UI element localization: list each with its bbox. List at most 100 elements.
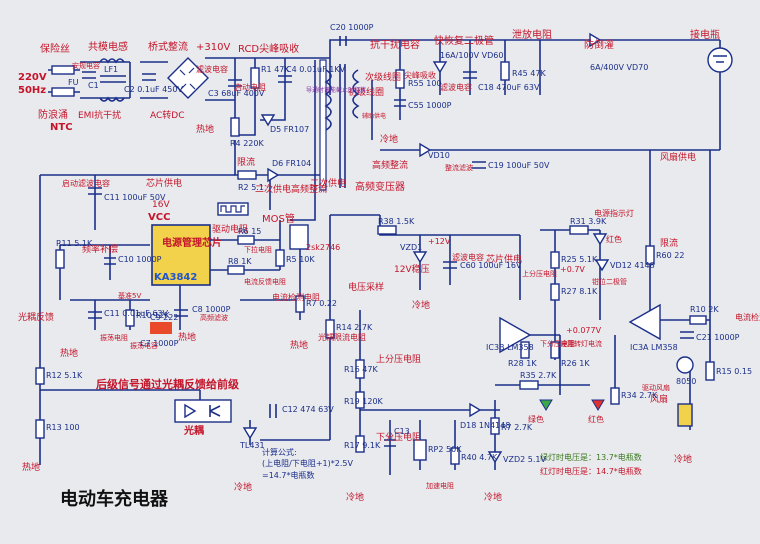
- page-title: 电动车充电器: [60, 488, 169, 510]
- power-led-symbol: [592, 233, 608, 246]
- inrush-label: 防浪涌: [38, 108, 68, 121]
- r12-symbol: [35, 367, 45, 385]
- r35-symbol: [519, 380, 539, 390]
- opto-label: 光耦: [183, 424, 204, 437]
- primary-winding: [324, 69, 332, 131]
- r6-symbol: [237, 235, 255, 245]
- hf-transformer-label: 高频变压器: [355, 180, 405, 193]
- d6-label: D6 FR104: [272, 159, 311, 168]
- r60-label: R60 22: [656, 251, 684, 260]
- clamp-label: 钳位二极管: [592, 277, 627, 286]
- rp2-symbol: [413, 439, 427, 461]
- r1-symbol: [250, 67, 260, 89]
- cm-inductor-label: 共模电感: [88, 40, 128, 53]
- c11-symbol: [88, 187, 102, 195]
- r14-label: R14 2.7K: [336, 323, 373, 332]
- r40-symbol: [450, 447, 460, 465]
- r10-symbol: [125, 309, 135, 327]
- formula-title: 计算公式:: [262, 447, 297, 457]
- start-filter-label: 启动滤波电容: [62, 178, 110, 188]
- chip-part-label: KA3842: [154, 272, 197, 283]
- r40-label: R40 4.7K: [461, 453, 498, 462]
- c12-label: C12 474 63V: [282, 405, 334, 414]
- tl431-symbol: [242, 427, 258, 440]
- tl431-label: TL431: [239, 441, 265, 450]
- r28-symbol: [520, 341, 530, 359]
- lower-div2-label: 下分压电阻: [540, 339, 575, 348]
- r31-label: R31 3.9K: [570, 217, 607, 226]
- hot-ground-label-5: 热地: [22, 461, 40, 473]
- vd70-label: 6A/400V VD70: [590, 63, 648, 72]
- red-led-symbol: [591, 399, 605, 411]
- c3-label: C3 68uF 400V: [208, 89, 265, 98]
- cold-ground-label-4: 冷地: [346, 491, 364, 503]
- r11-label: R11 5.1K: [56, 239, 93, 248]
- r10b-symbol: [689, 315, 707, 325]
- conduction-note: 导通时蓄能截止时释放: [306, 86, 366, 94]
- choke-symbol: [99, 58, 125, 102]
- d18-label: D18 1N4148: [460, 421, 510, 430]
- r15-symbol: [705, 361, 715, 381]
- secondary-coil-label: 次级线圈: [365, 71, 401, 83]
- fan-supply-label: 风扇供电: [660, 151, 696, 163]
- r26-label: R26 1K: [561, 359, 590, 368]
- n8050-label: 8050: [676, 377, 696, 386]
- chip-label: 电源管理芯片: [162, 236, 222, 249]
- cold-ground-label-5: 冷地: [484, 491, 502, 503]
- c2-symbol: [142, 73, 156, 81]
- r2-symbol: [237, 170, 257, 180]
- cur-detect-label: 电流检测电阻: [735, 312, 760, 322]
- bridge-rectifier-symbol: [167, 57, 209, 99]
- vd60-symbol: [432, 61, 448, 74]
- r15-label: R15 0.15: [716, 367, 752, 376]
- vd10-symbol: [419, 142, 432, 158]
- r13-label: R13 100: [46, 423, 80, 432]
- current-sense-label: 电流检测电阻: [272, 292, 320, 302]
- fan-label: 风扇: [650, 393, 668, 405]
- r5-label: R5 10K: [286, 255, 315, 264]
- hot-ground-label-2: 热地: [290, 339, 308, 351]
- r25-label: R25 5.1K: [561, 255, 598, 264]
- emi-label: EMI抗干扰: [78, 109, 121, 121]
- voltage-sample-label: 电压采样: [348, 281, 384, 293]
- chip-supply-label: 芯片供电: [146, 177, 182, 189]
- mos-part-label: 2sk2746: [306, 243, 340, 252]
- r19-symbol: [355, 391, 365, 409]
- c19-label: C19 100uF 50V: [488, 161, 550, 170]
- r26-symbol: [550, 341, 560, 359]
- secondary-hf-label: 二次供电高频整流: [255, 183, 327, 195]
- v07-label: +0.7V: [560, 265, 585, 274]
- vd12-symbol: [594, 259, 610, 272]
- c7-label: C7 1000P: [140, 339, 179, 348]
- labels: 220V 50Hz 保险丝 共模电感 桥式整流 +310V RCD尖峰吸收 抗干…: [18, 23, 760, 510]
- c10-label: C10 1000P: [118, 255, 162, 264]
- c2-label: C2 0.1uF 450V: [124, 85, 183, 94]
- c18-label: C18 470uF 63V: [478, 83, 540, 92]
- filter-cap-label: 滤波电容: [196, 64, 228, 74]
- r38-label: R38 1.5K: [378, 217, 415, 226]
- r45-label: R45 47K: [512, 69, 546, 78]
- r4-symbol: [230, 117, 240, 137]
- aux-supply-label: 辅助供电: [362, 112, 386, 120]
- vd10-label: VD10: [428, 151, 450, 160]
- cold-ground-label-1: 冷地: [380, 133, 398, 145]
- input-voltage: 220V: [18, 72, 47, 83]
- ntc-symbol: [51, 87, 75, 97]
- c11b-symbol: [88, 311, 102, 319]
- r6-label: R6 15: [238, 227, 261, 236]
- d5-label: D5 FR107: [270, 125, 309, 134]
- safety-cap-label: 安规电容: [72, 61, 100, 70]
- c3-symbol: [228, 79, 242, 87]
- r13-symbol: [35, 419, 45, 439]
- secondary-winding: [352, 69, 360, 119]
- hot-ground-label-4: 热地: [60, 347, 78, 359]
- pwm-wave-icon: [217, 202, 249, 216]
- cold-ground-label-6: 冷地: [674, 453, 692, 465]
- acdc-label: AC转DC: [150, 109, 185, 121]
- vzd2-symbol: [487, 451, 503, 464]
- lf1-label: LF1: [104, 65, 118, 74]
- r8-symbol: [227, 265, 245, 275]
- c12-symbol: [269, 404, 277, 418]
- start-res-label: 启动电阻: [234, 82, 266, 92]
